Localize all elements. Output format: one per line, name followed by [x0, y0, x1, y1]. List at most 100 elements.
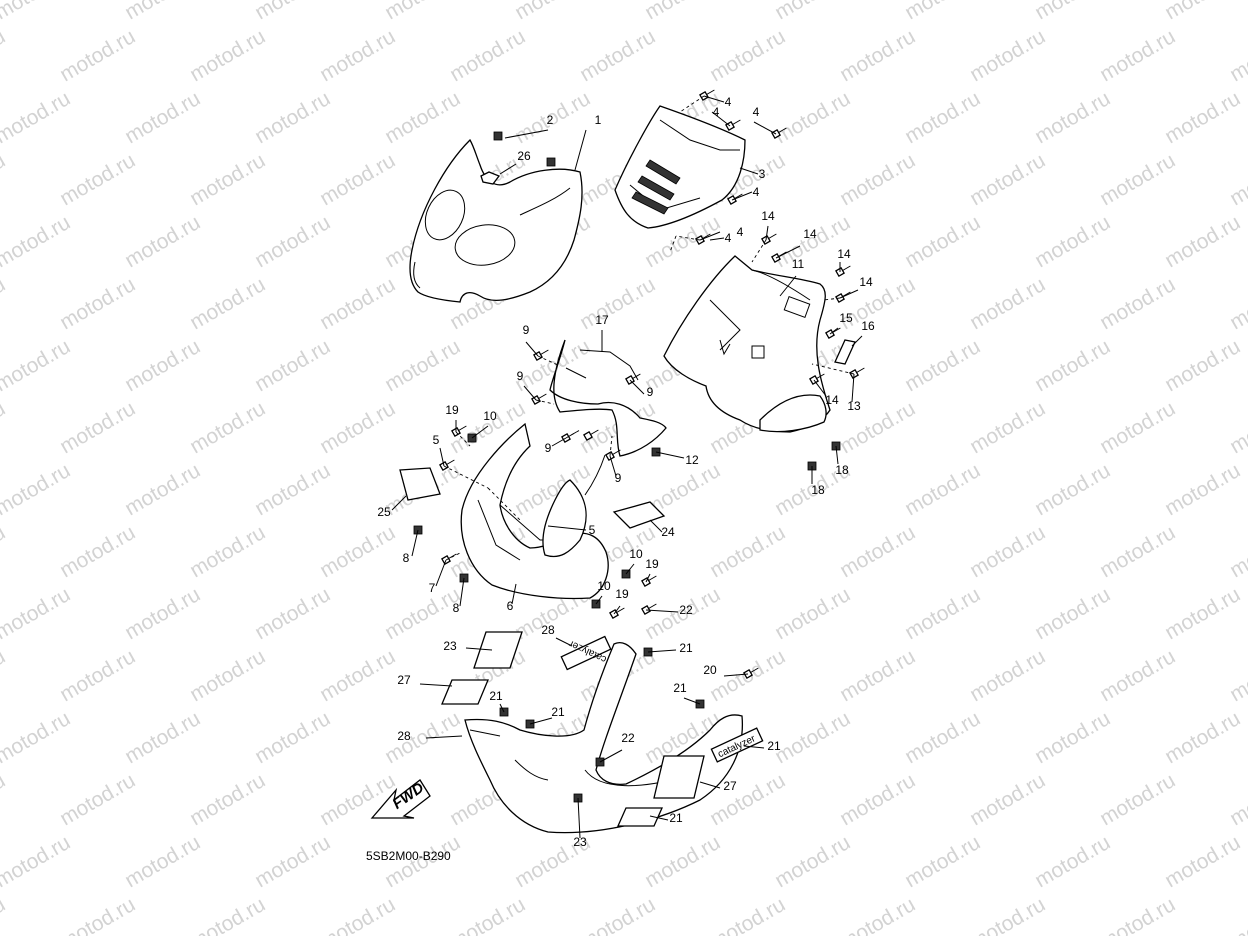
leader-line	[459, 577, 465, 607]
callout-label: 10	[597, 579, 611, 593]
watermark-text: motod.ru	[0, 87, 74, 148]
watermark-text: motod.ru	[706, 893, 789, 936]
watermark-text: motod.ru	[251, 583, 334, 644]
watermark-text: motod.ru	[836, 893, 919, 936]
callout-label: 8	[403, 551, 410, 565]
assembly-line	[537, 355, 561, 367]
watermark-text: motod.ru	[56, 645, 139, 706]
watermark-text: motod.ru	[446, 25, 529, 86]
watermark-text: motod.ru	[0, 335, 74, 396]
watermark-text: motod.ru	[966, 273, 1049, 334]
leader-line	[647, 649, 677, 653]
watermark-text: motod.ru	[0, 211, 74, 272]
watermark-text: motod.ru	[186, 893, 269, 936]
watermark-text: motod.ru	[706, 521, 789, 582]
callout-label: 14	[859, 275, 873, 289]
watermark-text: motod.ru	[0, 583, 74, 644]
watermark-text: motod.ru	[56, 893, 139, 936]
watermark-text: motod.ru	[966, 521, 1049, 582]
leader-line	[645, 609, 679, 613]
watermark-text: motod.ru	[316, 25, 399, 86]
leader-line	[699, 781, 721, 789]
watermark-text: motod.ru	[186, 25, 269, 86]
leader-line	[839, 289, 859, 299]
watermark-text: motod.ru	[901, 211, 984, 272]
watermark-text: motod.ru	[316, 645, 399, 706]
callout-label: 22	[679, 603, 693, 617]
bolt-fastener	[561, 431, 577, 443]
bolt-fastener	[583, 429, 599, 441]
callout-label: 9	[517, 369, 524, 383]
callout-label: 14	[803, 227, 817, 241]
leader-line	[435, 559, 447, 587]
leader-line	[471, 425, 489, 439]
callout-label: 26	[517, 149, 531, 163]
watermark-text: motod.ru	[381, 87, 464, 148]
watermark-text: motod.ru	[56, 25, 139, 86]
leader-line	[739, 167, 759, 175]
watermark-text: motod.ru	[316, 769, 399, 830]
leader-line	[649, 815, 669, 821]
watermark-text: motod.ru	[771, 0, 854, 24]
callout-label: 25	[377, 505, 391, 519]
leader-line	[609, 455, 617, 477]
leader-line	[525, 341, 539, 357]
watermark-text: motod.ru	[1226, 273, 1248, 334]
watermark-text: motod.ru	[121, 583, 204, 644]
watermark-text: motod.ru	[0, 149, 9, 210]
watermark-text: motod.ru	[901, 583, 984, 644]
watermark-text: motod.ru	[1226, 521, 1248, 582]
callout-label: 4	[725, 95, 732, 109]
bracket-part	[480, 131, 556, 185]
bolt-fastener	[725, 119, 741, 131]
callout-label: 9	[647, 385, 654, 399]
leader-line	[391, 495, 407, 511]
callout-label: 28	[541, 623, 555, 637]
leader-line	[595, 595, 603, 605]
leader-line	[411, 529, 419, 557]
watermark-text: motod.ru	[56, 521, 139, 582]
callout-label: 18	[811, 483, 825, 497]
callout-label: 6	[507, 599, 514, 613]
watermark-text: motod.ru	[901, 335, 984, 396]
leader-line	[709, 237, 725, 241]
leader-line	[425, 735, 463, 739]
watermark-text: motod.ru	[251, 0, 334, 24]
assembly-line	[445, 551, 463, 561]
leader-line	[779, 275, 797, 297]
callout-label: 2	[547, 113, 554, 127]
watermark-text: motod.ru	[641, 831, 724, 892]
watermark-text: motod.ru	[251, 459, 334, 520]
callout-label: 18	[835, 463, 849, 477]
watermark-text: motod.ru	[1031, 459, 1114, 520]
watermark-text: motod.ru	[1226, 25, 1248, 86]
leader-line	[504, 129, 549, 139]
leader-line	[645, 573, 651, 583]
watermark-text: motod.ru	[706, 25, 789, 86]
leader-line	[703, 95, 725, 103]
watermark-text: motod.ru	[771, 87, 854, 148]
watermark-text: motod.ru	[316, 273, 399, 334]
callout-label: 15	[839, 311, 853, 325]
leader-line	[649, 519, 663, 533]
watermark-text: motod.ru	[1226, 893, 1248, 936]
watermark-text: motod.ru	[56, 769, 139, 830]
watermark-text: motod.ru	[186, 769, 269, 830]
watermark-text: motod.ru	[1226, 769, 1248, 830]
callout-label: 20	[703, 663, 717, 677]
watermark-text: motod.ru	[901, 831, 984, 892]
callout-label: 9	[615, 471, 622, 485]
watermark-text: motod.ru	[771, 707, 854, 768]
leader-line	[743, 745, 765, 749]
callout-label: 10	[629, 547, 643, 561]
callout-label: 21	[673, 681, 687, 695]
leader-line	[851, 335, 863, 347]
watermark-text: motod.ru	[0, 397, 9, 458]
callout-label: 5	[433, 433, 440, 447]
watermark-text: motod.ru	[836, 645, 919, 706]
leader-line	[523, 385, 537, 401]
leader-line	[711, 111, 731, 127]
watermark-text: motod.ru	[0, 273, 9, 334]
callout-label: 21	[679, 641, 693, 655]
